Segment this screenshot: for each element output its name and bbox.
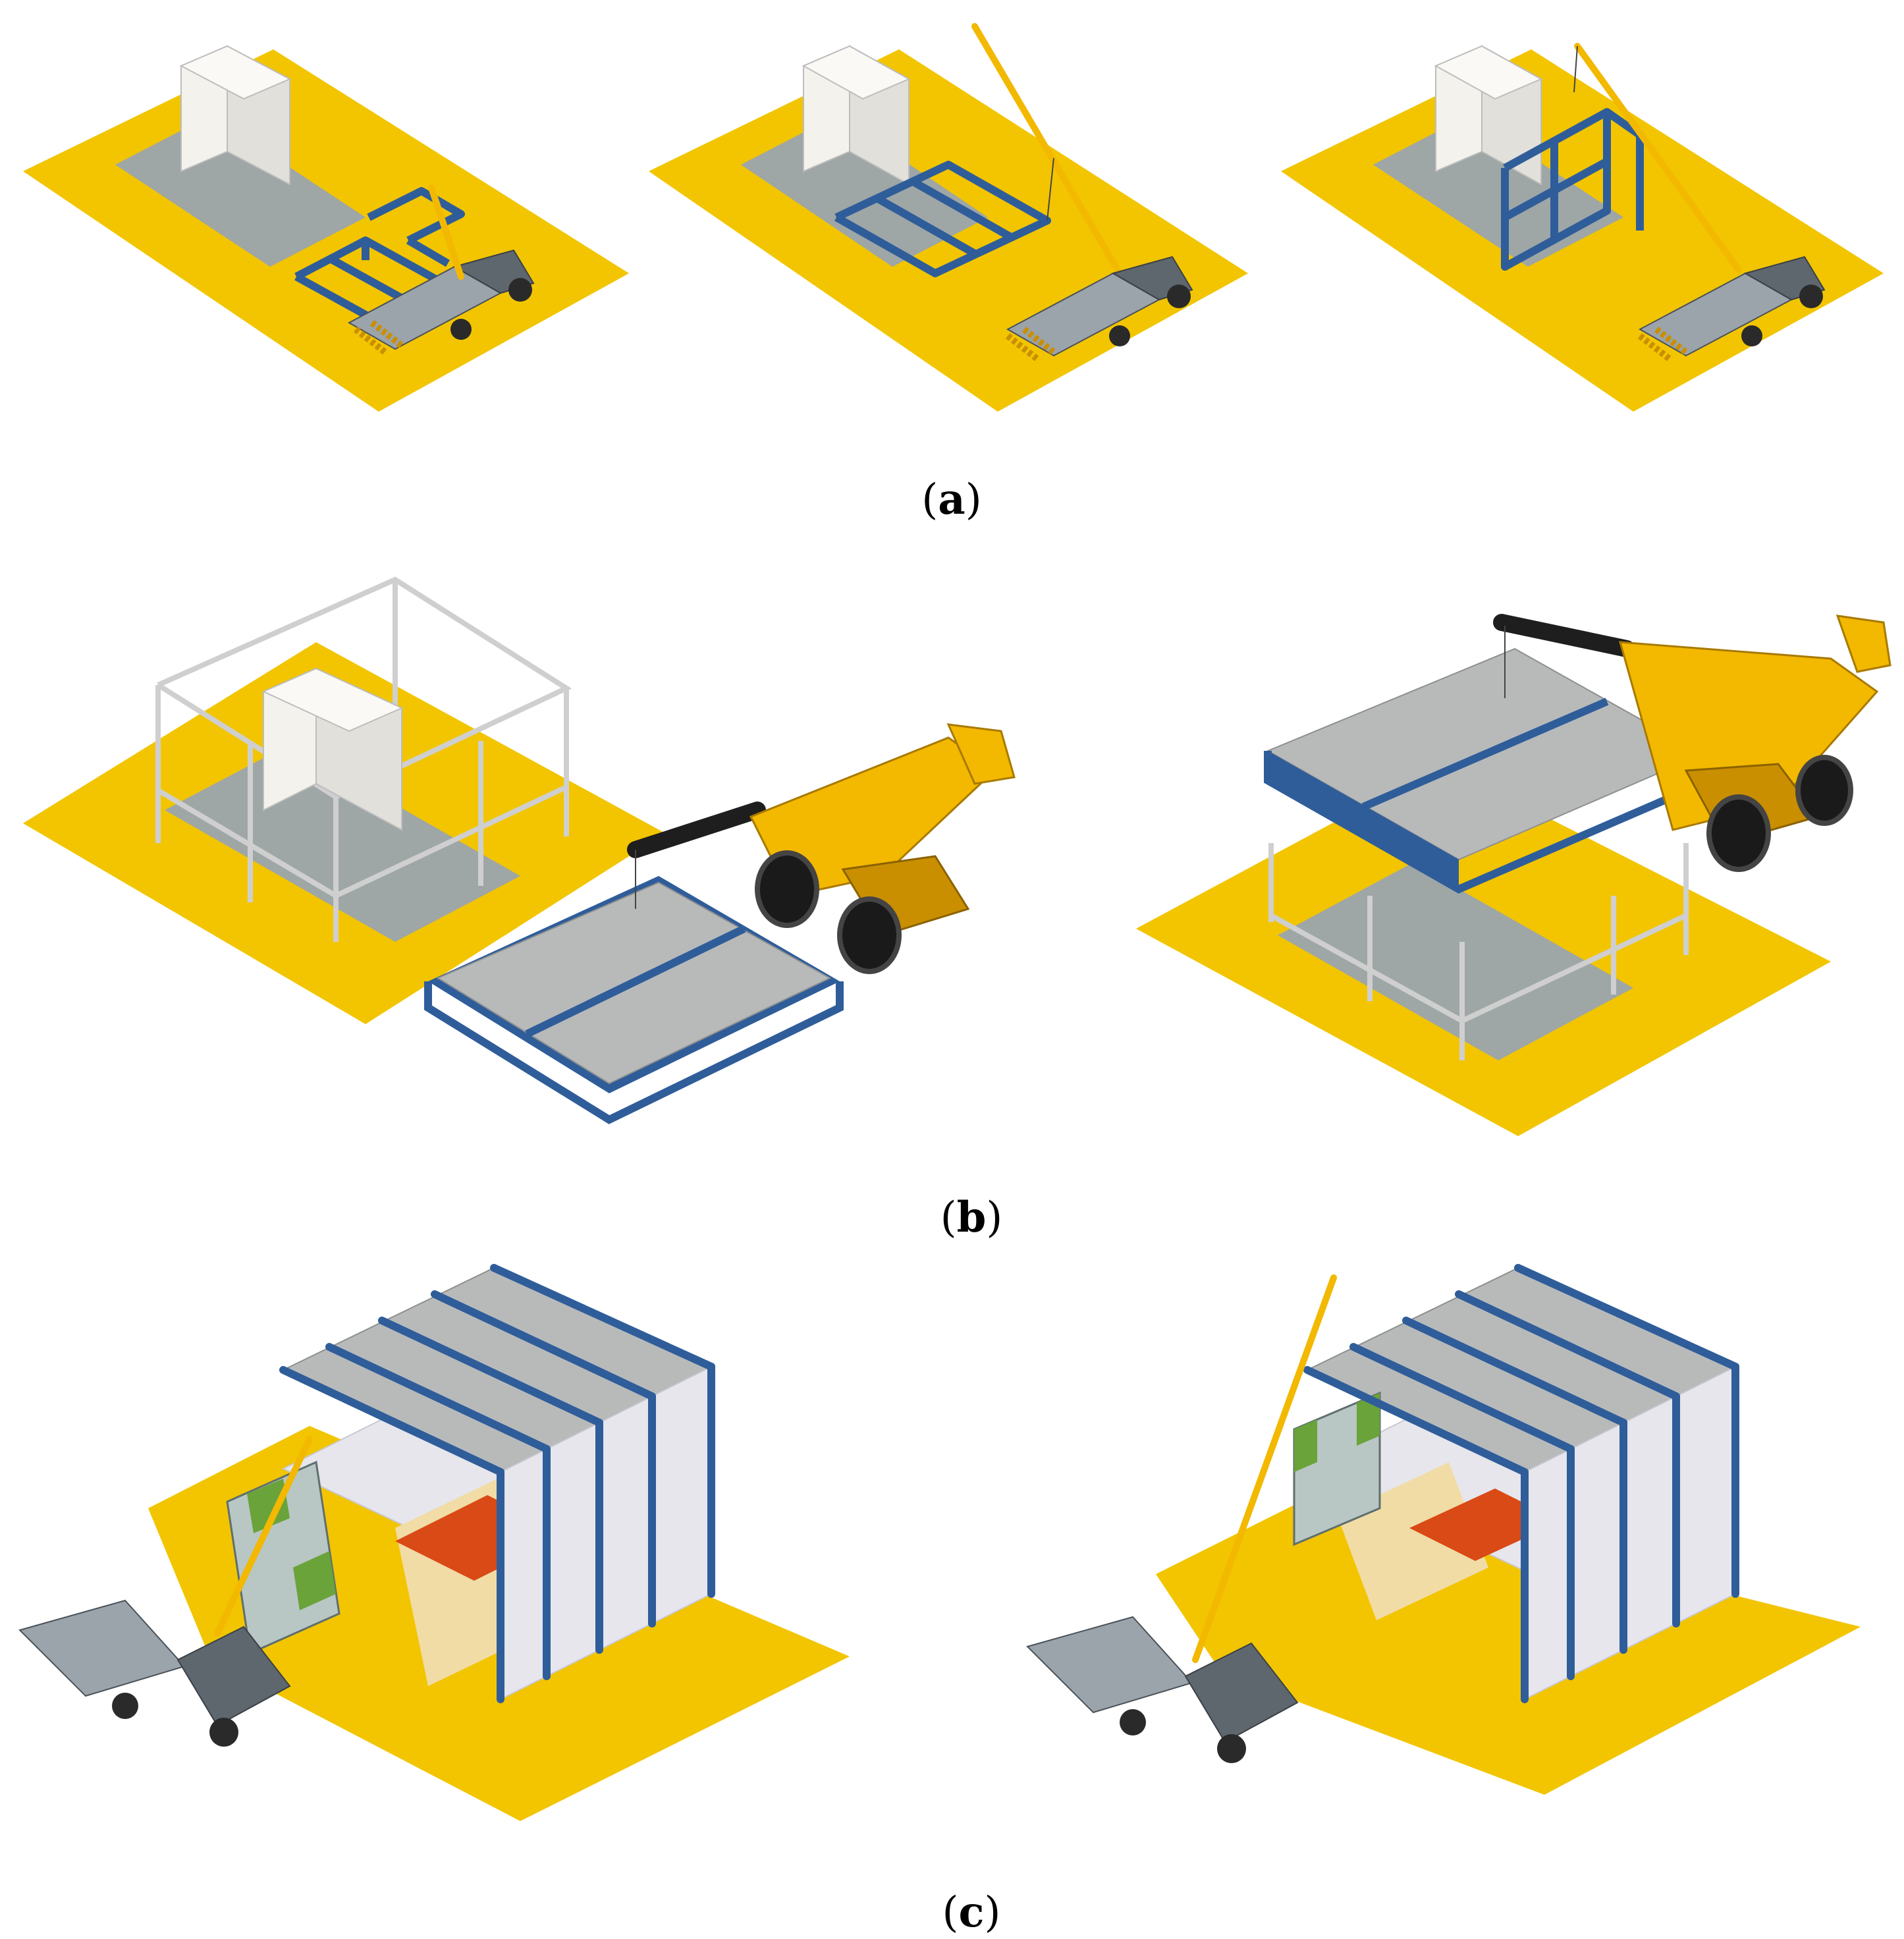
flatbed-truck	[18, 1599, 291, 1747]
mobile-crane	[1493, 614, 1891, 872]
stacked-modules	[802, 45, 911, 186]
panel-c-step-2	[1026, 1264, 1861, 1795]
crane-boom	[1192, 1274, 1337, 1663]
crane-boom	[971, 23, 1123, 277]
panel-a-step-2	[649, 23, 1248, 412]
glass-facade-panel	[214, 1436, 340, 1655]
flatbed-truck	[1026, 1616, 1299, 1763]
ground-slab	[1156, 1492, 1861, 1795]
steel-ribs	[1303, 1264, 1739, 1703]
caption-a: (a)	[921, 475, 981, 524]
flatbed-truck	[1638, 256, 1826, 357]
glass-facade-installed	[1293, 1391, 1381, 1546]
steel-ribs	[279, 1264, 715, 1703]
panel-a-step-1	[23, 45, 629, 412]
stacked-modules	[179, 45, 292, 186]
stacked-modules	[1434, 45, 1543, 186]
panel-b-step-2	[1136, 614, 1891, 1136]
caption-b: (b)	[940, 1193, 1003, 1242]
building-module	[1293, 1264, 1739, 1703]
flatbed-truck	[1006, 256, 1193, 357]
concrete-pad	[115, 115, 366, 267]
stacked-modules	[261, 667, 404, 831]
roof-panel-on-ground	[424, 876, 844, 1124]
panel-b-step-1	[23, 576, 1016, 1124]
panel-c-step-1	[18, 1264, 850, 1821]
building-module	[279, 1264, 715, 1703]
white-frame-structure	[1268, 843, 1689, 1060]
crane-boom	[1573, 43, 1742, 273]
mobile-crane	[627, 723, 1016, 974]
panel-a-step-3	[1281, 43, 1884, 412]
caption-c: (c)	[942, 1888, 1001, 1937]
flatbed-truck	[347, 184, 535, 350]
